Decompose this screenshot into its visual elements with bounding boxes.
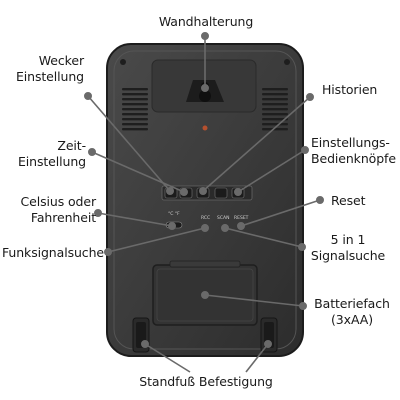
vent-slat	[122, 123, 148, 126]
vent-slat	[122, 98, 148, 101]
label-zeit-line1: Zeit-	[57, 138, 86, 153]
label-zeit-line2: Einstellung	[17, 154, 86, 169]
vent-slat	[122, 108, 148, 111]
label-5in1-line2: Signalsuche	[310, 248, 386, 263]
label-batteriefach-line2: (3xAA)	[331, 312, 373, 327]
label-standfuss: Standfuß Befestigung	[139, 374, 273, 389]
vent-slat	[262, 118, 288, 121]
label-celsius-line1: Celsius oder	[20, 194, 97, 209]
label-funksignalsuche: Funksignalsuche	[2, 245, 104, 260]
vent-slat	[262, 103, 288, 106]
vent-slat	[262, 128, 288, 131]
unit-switch-label: °C °F	[168, 211, 180, 217]
status-led	[202, 125, 208, 131]
vent-slat	[262, 93, 288, 96]
vent-slat	[262, 113, 288, 116]
button-set-down[interactable]	[214, 187, 228, 199]
vent-slat	[122, 103, 148, 106]
vent-slat	[262, 123, 288, 126]
vent-slat	[122, 88, 148, 91]
screw-top-left	[120, 59, 126, 65]
vent-grille-right	[262, 88, 288, 131]
label-wecker-line2: Einstellung	[15, 69, 84, 84]
label-einstellungs-line1: Einstellungs-	[311, 135, 390, 150]
vent-slat	[262, 88, 288, 91]
label-5in1-line1: 5 in 1	[330, 232, 366, 247]
leader-lines	[84, 31, 324, 373]
label-batteriefach-line1: Batteriefach	[314, 296, 390, 311]
label-wandhalterung: Wandhalterung	[158, 14, 254, 29]
vent-slat	[122, 118, 148, 121]
vent-slat	[122, 128, 148, 131]
reset-print-label: RESET	[234, 215, 249, 221]
rcc-label: RCC	[201, 215, 210, 221]
scan-label: SCAN	[217, 215, 229, 221]
label-wecker-line1: Wecker	[38, 53, 84, 68]
screw-top-right	[284, 59, 290, 65]
label-reset: Reset	[331, 193, 366, 208]
vent-slat	[122, 93, 148, 96]
vent-slat	[262, 108, 288, 111]
vent-slat	[122, 113, 148, 116]
label-einstellungs-line2: Bedienknöpfe	[311, 151, 396, 166]
label-historien: Historien	[322, 82, 378, 97]
label-celsius-line2: Fahrenheit	[30, 210, 96, 225]
vent-grille-left	[122, 88, 148, 131]
vent-slat	[262, 98, 288, 101]
